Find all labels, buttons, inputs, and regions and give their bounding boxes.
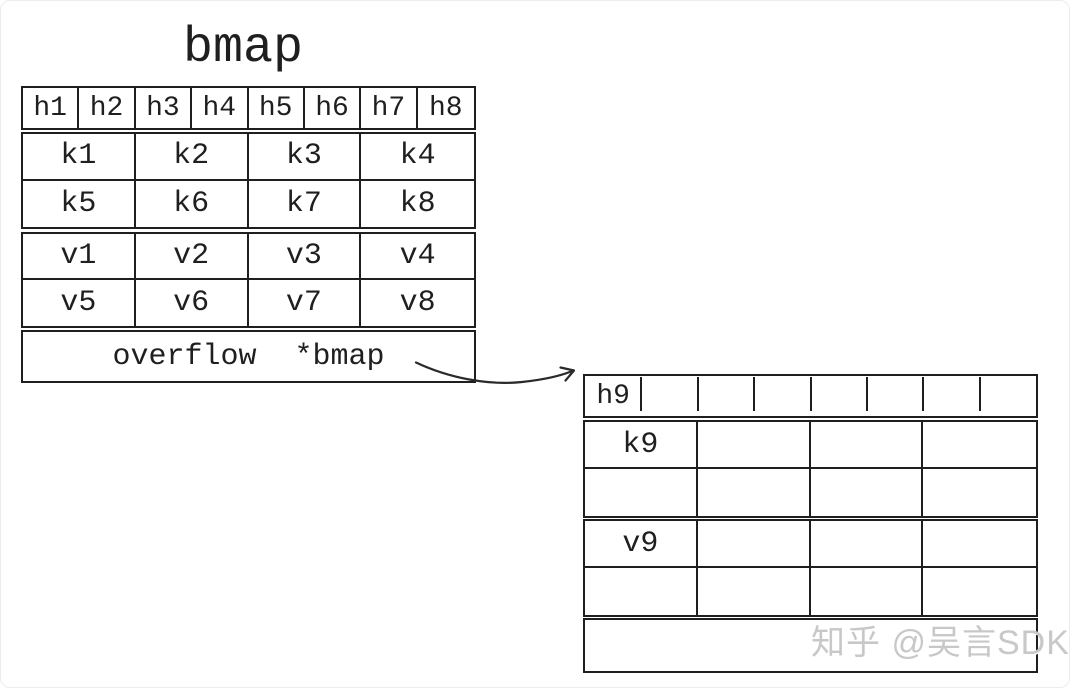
hash-cell <box>923 376 982 416</box>
key-cell <box>697 422 811 469</box>
overflow-pointer-type: *bmap <box>294 339 385 374</box>
value-cell <box>923 568 1036 615</box>
key-cell: k4 <box>361 134 474 181</box>
hash-cell: h6 <box>305 88 362 128</box>
hash-cell: h5 <box>249 88 305 128</box>
hash-cell <box>641 376 700 416</box>
main-hash-row: h1 h2 h3 h4 h5 h6 h7 h8 <box>21 86 476 130</box>
overflow-hash-row: h9 <box>583 374 1038 418</box>
main-keys-block: k1 k2 k3 k4 k5 k6 k7 k8 <box>21 132 476 229</box>
key-cell: k1 <box>23 134 136 181</box>
overflow-keys-block: k9 <box>583 420 1038 518</box>
key-cell <box>811 469 924 516</box>
hash-cell: h9 <box>585 376 643 416</box>
value-cell: v8 <box>399 286 436 320</box>
value-cell: v7 <box>249 280 362 326</box>
value-cell: v2 <box>135 234 249 280</box>
hash-cell: h8 <box>429 92 463 124</box>
value-cell: v6 <box>136 280 249 326</box>
key-cell <box>923 469 1036 516</box>
value-cell <box>697 521 811 568</box>
hash-cell: h1 <box>23 88 80 128</box>
key-cell <box>585 469 698 516</box>
overflow-label: overflow <box>112 339 257 374</box>
hash-cell: h4 <box>192 88 249 128</box>
value-cell: v4 <box>361 234 474 280</box>
value-cell: v3 <box>248 234 362 280</box>
hash-cell <box>811 376 869 416</box>
key-cell: k2 <box>135 134 249 181</box>
key-cell <box>698 469 811 516</box>
value-cell <box>810 521 924 568</box>
main-values-block: v1 v2 v3 v4 v5 v6 v7 v8 <box>21 232 476 328</box>
hash-cell <box>980 376 1036 416</box>
key-cell: k6 <box>136 180 249 227</box>
main-bucket: h1 h2 h3 h4 h5 h6 h7 h8 k1 k2 k3 k4 k5 k… <box>21 86 476 383</box>
value-cell <box>923 521 1036 568</box>
value-cell <box>698 568 811 615</box>
value-cell: v5 <box>23 280 136 326</box>
key-cell: k3 <box>248 134 362 181</box>
value-cell: v1 <box>23 234 136 280</box>
overflow-overflow-row <box>583 618 1038 673</box>
hash-cell: h7 <box>361 88 418 128</box>
key-cell <box>923 422 1036 469</box>
diagram-title: bmap <box>183 20 304 77</box>
key-cell: k7 <box>249 180 362 227</box>
hash-cell <box>867 376 925 416</box>
main-overflow-row: overflow *bmap <box>21 330 476 383</box>
overflow-bucket: h9 k9 v9 <box>583 374 1038 673</box>
key-cell <box>810 422 924 469</box>
value-cell <box>811 568 924 615</box>
overflow-values-block: v9 <box>583 519 1038 617</box>
hash-cell <box>754 376 812 416</box>
hash-cell: h2 <box>79 88 136 128</box>
key-cell: k8 <box>399 186 436 221</box>
watermark: 知乎 @吴言SDK <box>811 624 1070 662</box>
hash-cell <box>698 376 756 416</box>
value-cell <box>585 568 698 615</box>
key-cell: k9 <box>585 422 698 469</box>
hash-cell: h3 <box>136 88 193 128</box>
value-cell: v9 <box>585 521 698 568</box>
key-cell: k5 <box>23 180 136 227</box>
